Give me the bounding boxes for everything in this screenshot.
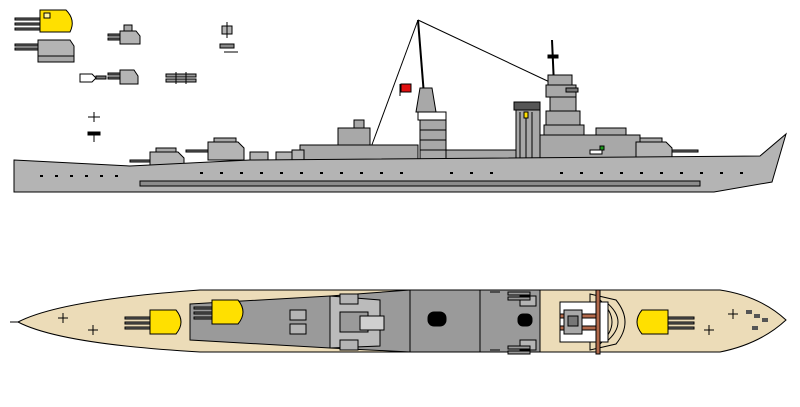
portholes: [40, 172, 743, 177]
turret-side-icon: [14, 39, 75, 63]
hull: [13, 132, 787, 193]
triple-turret-icon: [124, 309, 182, 335]
twin-mount-icon: [107, 69, 139, 85]
triple-turret-icon: [185, 137, 245, 161]
triple-turret-icon: [193, 299, 244, 325]
aa-gun-icon: [58, 291, 738, 351]
triple-turret-icon: [636, 309, 695, 335]
twin-mount-icon: [249, 149, 305, 161]
small-gun-icon: [79, 73, 107, 83]
twin-mount-icon: [107, 24, 141, 45]
stern-markings: [746, 310, 768, 330]
aft-deckhouse: [559, 289, 626, 355]
top-plan: [10, 289, 787, 355]
superstructure: [299, 119, 641, 161]
tower-superstructure: [543, 74, 585, 138]
aa-gun-icon: [219, 22, 238, 53]
side-profile: [13, 19, 787, 193]
funnel-icon: [427, 311, 533, 327]
flag-icon: [399, 83, 412, 96]
triple-turret-icon: [14, 9, 73, 33]
funnel-icon: [513, 101, 541, 161]
torpedo-tubes-icon: [507, 291, 531, 355]
torpedo-tubes-icon: [165, 72, 197, 84]
funnel-icon: [415, 87, 447, 161]
twin-mount-icon: [289, 293, 537, 351]
waterline-band: [139, 180, 701, 187]
